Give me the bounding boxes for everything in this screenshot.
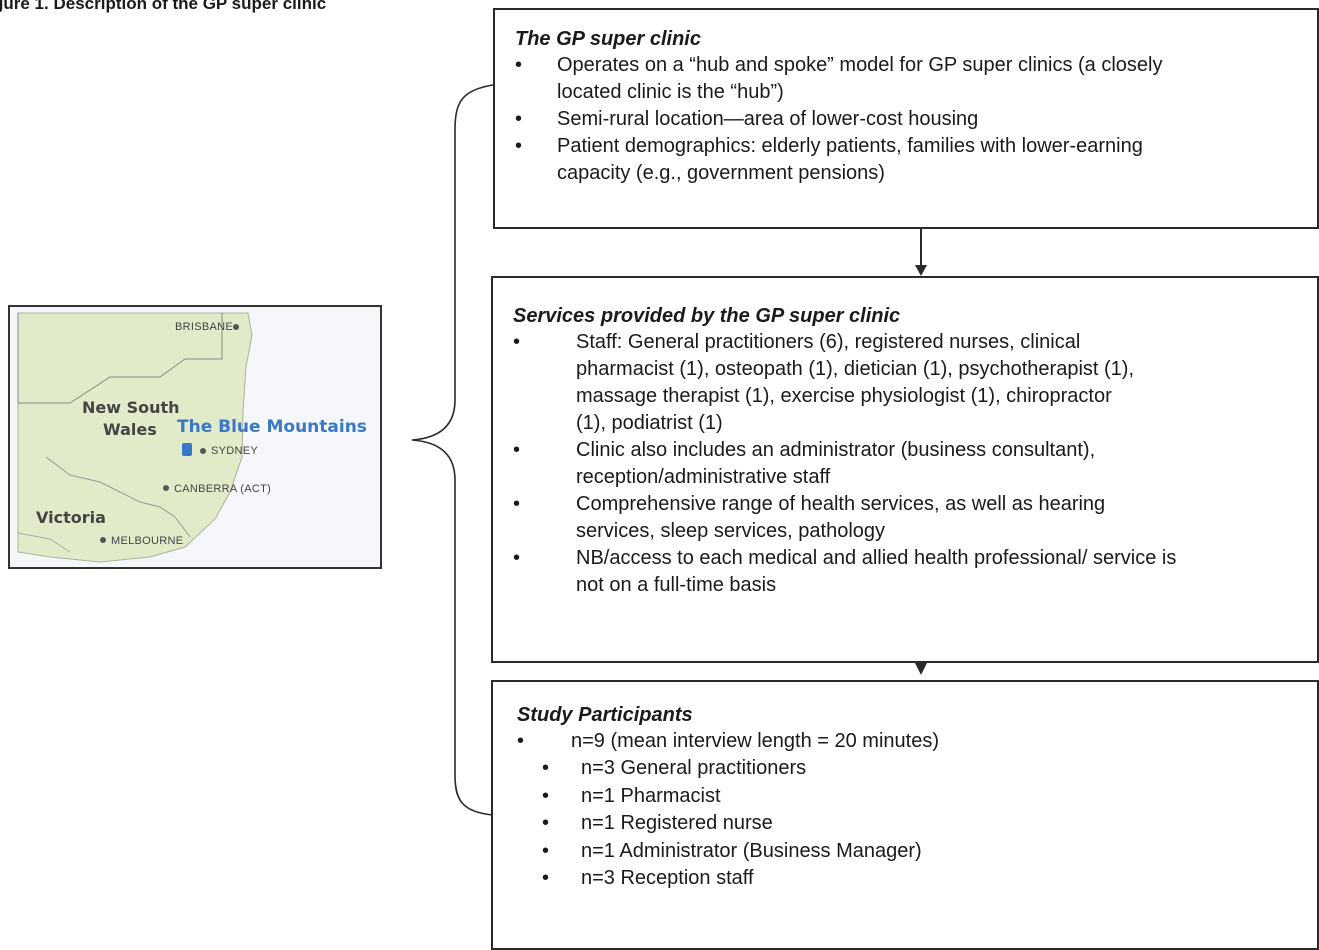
bullet-icon: • (513, 331, 521, 353)
participants-sub-item: • n=3 General practitioners (529, 755, 1317, 783)
clinic-list: • Operates on a “hub and spoke” model fo… (515, 52, 1317, 187)
region-map: BRISBANE New South Wales The Blue Mounta… (8, 305, 382, 569)
clinic-item-line: Semi-rural location—area of lower-cost h… (557, 108, 979, 130)
services-item-line: Comprehensive range of health services, … (576, 493, 1106, 515)
clinic-item-line: Operates on a “hub and spoke” model for … (557, 54, 1163, 76)
clinic-item-line: capacity (e.g., government pensions) (557, 162, 885, 184)
bullet-icon: • (542, 784, 550, 807)
city-melbourne: MELBOURNE (111, 535, 184, 547)
services-item: • Staff: General practitioners (6), regi… (513, 329, 1317, 437)
clinic-description-box: The GP super clinic • Operates on a “hub… (493, 8, 1319, 229)
participants-sub-item: • n=1 Administrator (Business Manager) (529, 838, 1317, 866)
participants-sublist: • n=3 General practitioners • n=1 Pharma… (517, 755, 1317, 893)
participants-sub-text: n=1 Administrator (Business Manager) (581, 839, 922, 862)
bullet-icon: • (513, 493, 521, 515)
region-nsw-line2: Wales (103, 420, 157, 439)
city-sydney: SYDNEY (211, 445, 259, 457)
bullet-icon: • (515, 54, 523, 76)
bullet-icon: • (542, 812, 550, 834)
curly-brace (411, 84, 494, 816)
services-item-line: massage therapist (1), exercise physiolo… (576, 385, 1112, 407)
clinic-item: • Patient demographics: elderly patients… (515, 133, 1317, 187)
services-item-line: pharmacist (1), osteopath (1), dietician… (576, 358, 1135, 380)
participants-sub-item: • n=1 Registered nurse (529, 810, 1317, 838)
brisbane-dot (233, 324, 239, 330)
participants-box: Study Participants • n=9 (mean interview… (491, 680, 1319, 950)
bullet-icon: • (513, 547, 521, 569)
arrow-2-head (915, 663, 927, 675)
services-item-line: not on a full-time basis (576, 574, 777, 596)
services-item: • Clinic also includes an administrator … (513, 437, 1317, 491)
clinic-item: • Operates on a “hub and spoke” model fo… (515, 52, 1317, 106)
clinic-box-title: The GP super clinic (515, 28, 701, 50)
services-box: Services provided by the GP super clinic… (491, 276, 1319, 663)
clinic-item-line: Patient demographics: elderly patients, … (557, 135, 1143, 157)
highlight-label: The Blue Mountains (177, 417, 367, 437)
participants-sub-text: n=1 Pharmacist (581, 784, 721, 807)
figure-caption: gure 1. Description of the GP super clin… (0, 0, 327, 13)
participants-list: • n=9 (mean interview length = 20 minute… (517, 728, 1317, 755)
region-victoria: Victoria (36, 508, 106, 527)
participants-sub-text: n=1 Registered nurse (581, 812, 773, 834)
services-item-line: Staff: General practitioners (6), regist… (576, 331, 1081, 353)
arrow-1-head (915, 265, 927, 276)
melbourne-dot (100, 537, 106, 543)
region-nsw-line1: New South (82, 398, 180, 417)
services-item-line: reception/administrative staff (576, 466, 831, 488)
canberra-dot (163, 485, 169, 491)
city-canberra: CANBERRA (ACT) (174, 483, 272, 495)
services-box-title: Services provided by the GP super clinic (513, 305, 901, 327)
services-item: • NB/access to each medical and allied h… (513, 545, 1317, 599)
services-list: • Staff: General practitioners (6), regi… (513, 329, 1317, 599)
participants-box-title: Study Participants (517, 704, 693, 726)
bullet-icon: • (542, 867, 550, 889)
services-item-line: (1), podiatrist (1) (576, 412, 723, 434)
participants-main-text: n=9 (mean interview length = 20 minutes) (571, 730, 939, 752)
participants-sub-text: n=3 Reception staff (581, 867, 754, 889)
city-brisbane: BRISBANE (175, 321, 234, 333)
services-item-line: NB/access to each medical and allied hea… (576, 547, 1177, 569)
bullet-icon: • (515, 135, 523, 157)
participants-sub-item: • n=1 Pharmacist (529, 783, 1317, 811)
bullet-icon: • (542, 757, 550, 779)
participants-sub-text: n=3 General practitioners (581, 757, 807, 779)
participants-main-item: • n=9 (mean interview length = 20 minute… (517, 728, 1317, 755)
bullet-icon: • (513, 439, 521, 461)
map-graphic (10, 307, 380, 567)
services-item-line: services, sleep services, pathology (576, 520, 886, 542)
services-item: • Comprehensive range of health services… (513, 491, 1317, 545)
bullet-icon: • (517, 730, 525, 752)
clinic-item: • Semi-rural location—area of lower-cost… (515, 106, 1317, 133)
participants-sub-item: • n=3 Reception staff (529, 865, 1317, 893)
blue-mountains-marker (182, 443, 192, 456)
services-item-line: Clinic also includes an administrator (b… (576, 439, 1096, 461)
bullet-icon: • (515, 108, 523, 130)
bullet-icon: • (542, 839, 550, 862)
clinic-item-line: located clinic is the “hub”) (557, 81, 784, 103)
sydney-dot (200, 448, 206, 454)
